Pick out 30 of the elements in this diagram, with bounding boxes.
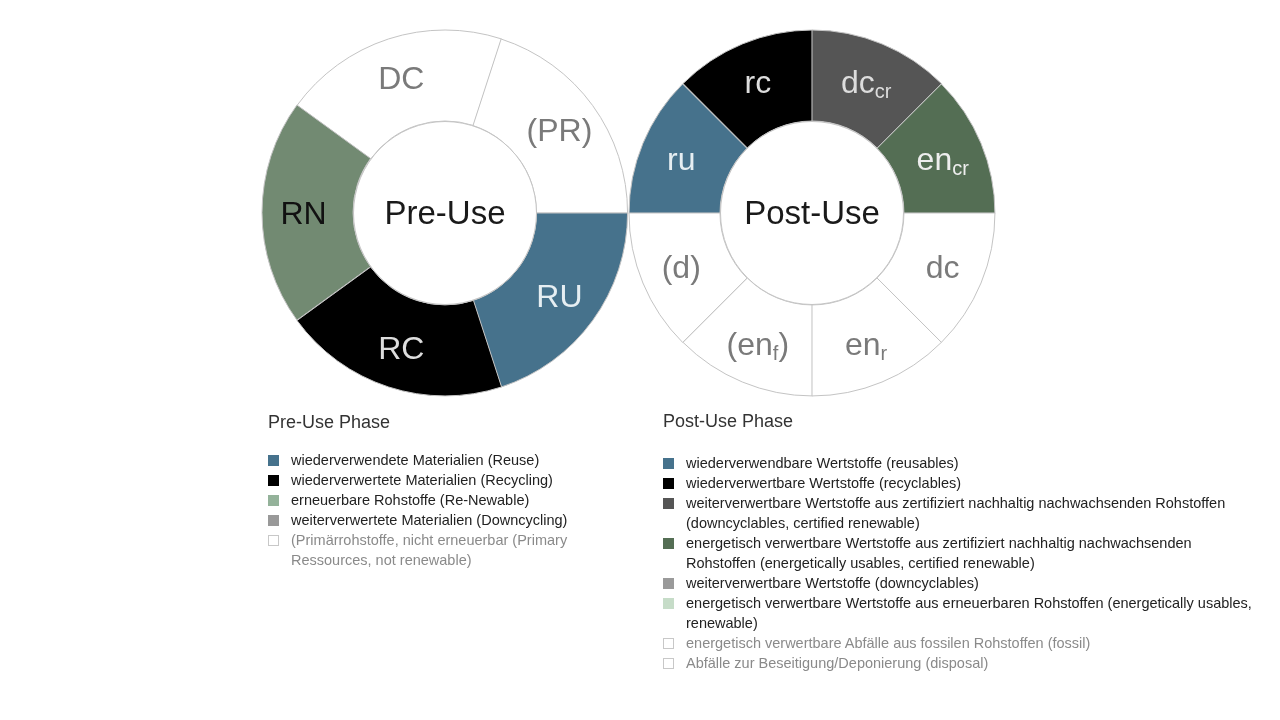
- legend-text: wiederverwendete Materialien (Reuse): [291, 451, 540, 470]
- segment-label: RC: [378, 331, 425, 364]
- segment-label: dc$_{cr}$: [840, 66, 892, 99]
- segment-label: (d): [661, 251, 701, 284]
- segment-label: RN: [280, 197, 327, 229]
- segment-label: dc: [925, 251, 960, 284]
- center-label: Pre-Use: [384, 193, 506, 234]
- legend-text: wiederverwendbare Wertstoffe (reusables): [686, 454, 959, 473]
- center-label: Post-Use: [744, 193, 880, 234]
- legend-text: weiterverwertbare Wertstoffe aus zertifiziert nachhaltig nachwachsenden Rohstoffen (downcyclables, certified renewable): [686, 494, 1227, 533]
- segment-label: DC: [378, 62, 425, 95]
- legend-text: energetisch verwertbare Wertstoffe aus erneuerbaren Rohstoffen (energetically usables, renewable): [686, 594, 1253, 633]
- legend-text: energetisch verwertbare Abfälle aus fossilen Rohstoffen (fossil): [686, 634, 1091, 653]
- legend-heading: Post-Use Phase: [663, 411, 795, 431]
- segment-label: rc: [744, 66, 772, 99]
- segment-label: (PR): [526, 113, 593, 146]
- legend-text: (Primärrohstoffe, nicht erneuerbar (Primary Ressources, not renewable): [291, 531, 569, 570]
- legend-text: wiederverwertbare Wertstoffe (recyclables): [686, 474, 962, 493]
- segment-label: en$_{cr}$: [916, 142, 969, 175]
- legend-text: wiederverwertete Materialien (Recycling): [291, 471, 553, 490]
- legend-text: Abfälle zur Beseitigung/Deponierung (disposal): [686, 654, 989, 673]
- legend-heading: Pre-Use Phase: [268, 412, 392, 432]
- segment-label: en$_{r}$: [845, 327, 888, 360]
- legend-text: erneuerbare Rohstoffe (Re-Newable): [291, 491, 530, 510]
- legend-text: weiterverwertete Materialien (Downcycling): [291, 511, 568, 530]
- legend-text: energetisch verwertbare Wertstoffe aus zertifiziert nachhaltig nachwachsenden Rohstoffen (energetically usables, certified renewable): [686, 534, 1193, 573]
- segment-label: RU: [536, 280, 583, 313]
- segment-label: (en$_{f}$): [726, 327, 790, 360]
- legend-text: weiterverwertbare Wertstoffe (downcyclables): [686, 574, 979, 593]
- segment-label: ru: [667, 142, 696, 175]
